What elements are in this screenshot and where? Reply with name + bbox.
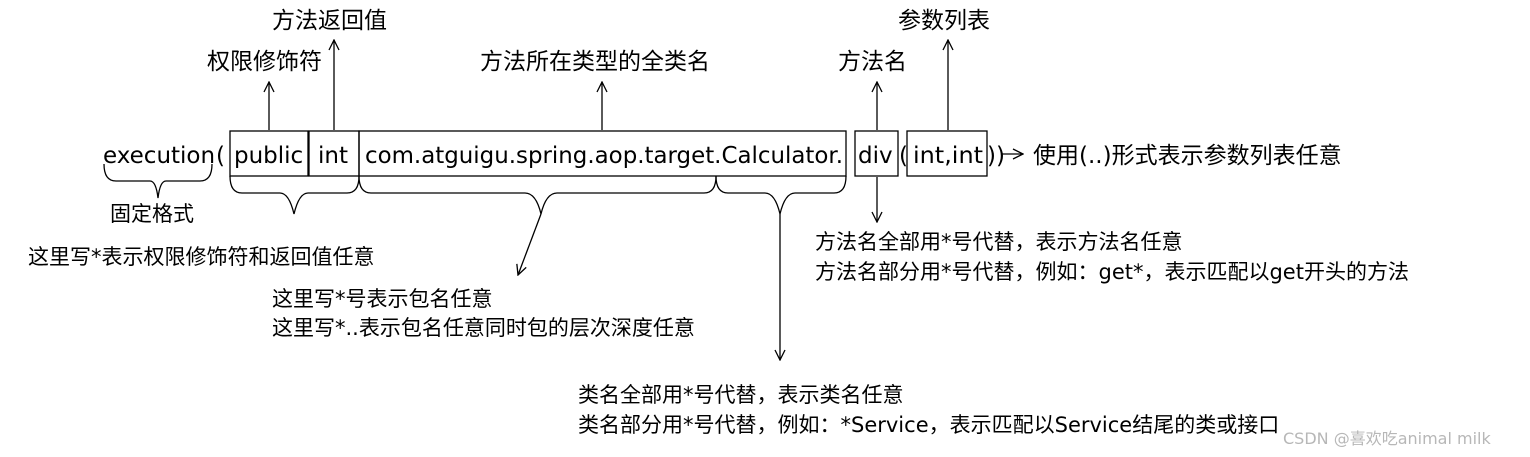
label-method-name: 方法名 bbox=[838, 49, 907, 75]
method-name-text: div bbox=[858, 143, 893, 169]
label-class-full-name: 方法所在类型的全类名 bbox=[480, 49, 710, 75]
open-paren: ( bbox=[216, 143, 225, 169]
brace-execution bbox=[103, 163, 213, 199]
label-class-star-2: 类名部分用*号代替，例如：*Service，表示匹配以Service结尾的类或接… bbox=[578, 413, 1279, 437]
label-fixed-format: 固定格式 bbox=[110, 202, 194, 226]
return-type-text: int bbox=[318, 143, 348, 169]
method-name-box bbox=[854, 130, 899, 177]
label-package-any-2: 这里写*..表示包名任意同时包的层次深度任意 bbox=[272, 316, 695, 340]
label-package-any-1: 这里写*号表示包名任意 bbox=[272, 287, 493, 311]
execution-keyword: execution bbox=[103, 143, 215, 169]
close-parens: )) bbox=[987, 143, 1005, 169]
brace-class bbox=[715, 175, 847, 215]
class-name-box bbox=[358, 130, 847, 177]
class-name-text: com.atguigu.spring.aop.target.Calculator… bbox=[365, 143, 843, 169]
params-text: int,int bbox=[913, 143, 983, 169]
modifier-text: public bbox=[234, 143, 303, 169]
label-param-list: 参数列表 bbox=[898, 8, 990, 34]
arrow-package-down bbox=[518, 213, 542, 275]
label-method-star-2: 方法名部分用*号代替，例如：get*，表示匹配以get开头的方法 bbox=[815, 260, 1409, 284]
label-star-modifier-return: 这里写*表示权限修饰符和返回值任意 bbox=[28, 245, 375, 269]
label-class-star-1: 类名全部用*号代替，表示类名任意 bbox=[578, 383, 904, 407]
brace-package bbox=[358, 175, 717, 215]
watermark: CSDN @喜欢吃animal milk bbox=[1283, 429, 1491, 448]
label-modifier: 权限修饰符 bbox=[207, 49, 322, 75]
params-box bbox=[906, 130, 988, 177]
label-return-value: 方法返回值 bbox=[272, 8, 387, 34]
param-open-paren: ( bbox=[899, 143, 908, 169]
modifier-box bbox=[229, 130, 309, 177]
label-method-star-1: 方法名全部用*号代替，表示方法名任意 bbox=[815, 230, 1183, 254]
label-any-params: 使用(..)形式表示参数列表任意 bbox=[1033, 143, 1342, 169]
brace-modifier-return bbox=[229, 175, 360, 215]
